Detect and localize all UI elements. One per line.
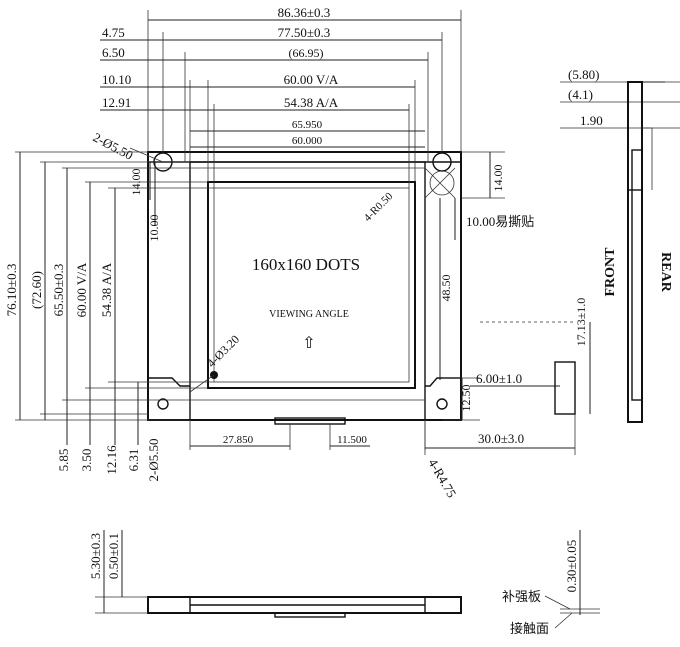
hole-callout-top: 2-Ø5.50 <box>91 129 136 162</box>
bottom-tab <box>274 417 346 425</box>
tear-tab-circle <box>429 170 455 196</box>
dim-11500: 11.500 <box>337 434 367 446</box>
dim-height-7260: (72.60) <box>29 271 44 309</box>
radius-callout-bottom: 4-R4.75 <box>425 456 459 500</box>
contact-surface-label: 接触面 <box>510 621 549 636</box>
thick-530: 5.30±0.3 <box>88 533 103 579</box>
viewing-angle-label: VIEWING ANGLE <box>269 309 349 320</box>
dim-right-1400: 14.00 <box>491 165 505 192</box>
side-profile-outer <box>627 81 643 423</box>
dim-height-6550: 65.50±0.3 <box>51 264 66 317</box>
resolution-label: 160x160 DOTS <box>252 255 360 274</box>
mount-hole-bottom-left <box>157 398 169 410</box>
dim-60000: 60.000 <box>292 135 323 147</box>
bottom-profile-tab <box>274 612 346 618</box>
display-labels: 160x160 DOTS VIEWING ANGLE ⇧ 4-Ø3.20 <box>204 255 360 370</box>
dim-b-631: 6.31 <box>126 449 141 472</box>
front-view <box>147 151 462 425</box>
top-dimensions: 86.36±0.3 77.50±0.3 (66.95) 60.00 V/A 54… <box>91 5 462 188</box>
side-dim-580: (5.80) <box>568 67 599 82</box>
side-dim-190: 1.90 <box>580 113 603 128</box>
dim-1713: 17.13±1.0 <box>574 298 588 347</box>
mount-hole-bottom-right <box>436 398 448 410</box>
side-profile-inner <box>631 149 643 401</box>
viewing-area <box>207 181 416 389</box>
dim-b-585: 5.85 <box>56 449 71 472</box>
dim-65950: 65.950 <box>292 119 323 131</box>
ear-bottom-right <box>425 377 461 387</box>
mark-hole-callout: 4-Ø3.20 <box>204 332 242 370</box>
dim-offset-650: 6.50 <box>102 45 125 60</box>
dim-va-width: 60.00 V/A <box>284 72 339 87</box>
dim-aa-width: 54.38 A/A <box>284 95 339 110</box>
dim-width-77: 77.50±0.3 <box>278 25 331 40</box>
stiffener-label: 补强板 <box>502 589 541 604</box>
dim-offset-1291: 12.91 <box>102 95 131 110</box>
active-area <box>213 187 410 383</box>
left-dimensions: 76.10±0.3 (72.60) 65.50±0.3 60.00 V/A 54… <box>4 151 214 482</box>
dim-va-height: 60.00 V/A <box>74 262 89 317</box>
dim-offset-1010: 10.10 <box>102 72 131 87</box>
side-front-label: FRONT <box>603 247 618 297</box>
thick-050: 0.50±0.1 <box>106 533 121 579</box>
thick-030: 0.30±0.05 <box>564 540 579 593</box>
side-rear-label: REAR <box>658 252 673 293</box>
bottom-dimensions: 27.850 11.500 <box>189 420 426 450</box>
dim-1250: 12.50 <box>459 385 473 412</box>
corner-radius-callout: 4-R0.50 <box>362 190 396 224</box>
viewing-arrow-icon: ⇧ <box>302 335 315 352</box>
dim-b-1216: 12.16 <box>104 445 119 475</box>
flex-tab <box>554 361 576 415</box>
dim-aa-height: 54.38 A/A <box>99 262 114 317</box>
side-view: (5.80) (4.1) 1.90 FRONT REAR <box>560 67 680 423</box>
dim-overall-width: 86.36±0.3 <box>278 5 331 20</box>
dim-offset-475: 4.75 <box>102 25 125 40</box>
pin1-leader <box>189 374 215 393</box>
dim-v-1000: 10.00 <box>147 215 161 242</box>
dim-4850: 48.50 <box>439 275 453 302</box>
hole-callout-bottom: 2-Ø5.50 <box>146 439 161 482</box>
dim-tab-length: 30.0±3.0 <box>478 431 524 446</box>
dim-v-1400: 14.00 <box>129 169 143 196</box>
tear-label: 10.00易撕贴 <box>466 214 534 229</box>
dim-width-66: (66.95) <box>289 46 324 60</box>
dim-27850: 27.850 <box>223 434 254 446</box>
bottom-view: 5.30±0.3 0.50±0.1 0.30±0.05 补强板 接触面 <box>88 530 600 636</box>
right-dimensions: 14.00 10.00易撕贴 4-R0.50 48.50 12.50 6.00±… <box>362 151 591 500</box>
dim-overall-height: 76.10±0.3 <box>4 264 19 317</box>
tear-tab-diag-2 <box>424 167 456 199</box>
dim-b-350: 3.50 <box>79 449 94 472</box>
dim-tab-width: 6.00±1.0 <box>476 371 522 386</box>
side-dim-41: (4.1) <box>568 87 593 102</box>
